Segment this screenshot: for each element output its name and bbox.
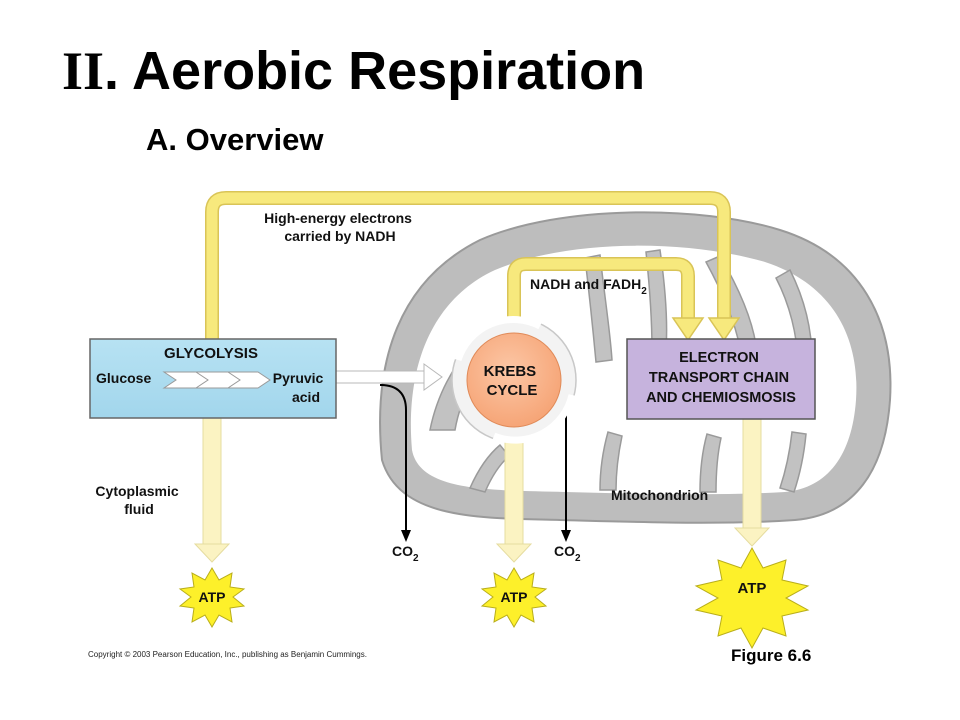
- title-text: . Aerobic Respiration: [104, 41, 646, 101]
- etc-box: ELECTRON TRANSPORT CHAIN AND CHEMIOSMOSI…: [626, 338, 816, 420]
- nadh-fadh-arrow: [507, 257, 705, 345]
- atp-burst-etc: ATP: [694, 546, 810, 650]
- atp-label-3: ATP: [738, 580, 767, 597]
- atp-burst-glycolysis: ATP: [178, 567, 246, 628]
- nadh-arrow-top: [205, 191, 741, 342]
- copyright-notice: Copyright © 2003 Pearson Education, Inc.…: [88, 650, 367, 659]
- mitochondrion-label: Mitochondrion: [611, 487, 708, 503]
- co2-2-sub: 2: [575, 553, 581, 564]
- atp-arrow-glycolysis: [193, 417, 231, 563]
- cytoplasmic-line-1: Cytoplasmic: [95, 483, 178, 499]
- slide-subtitle: A. Overview: [146, 122, 324, 157]
- pyruvic-label-line-2: acid: [292, 389, 320, 405]
- co2-label-1: CO2: [392, 543, 419, 564]
- co2-arrow-2: [561, 400, 571, 542]
- high-energy-line-2: carried by NADH: [284, 228, 395, 244]
- krebs-label-line-1: KREBS: [484, 363, 537, 380]
- glycolysis-chevrons: [162, 371, 271, 389]
- glucose-label: Glucose: [96, 370, 151, 386]
- co2-arrow-1: [379, 384, 411, 542]
- co2-2-base: CO: [554, 543, 575, 559]
- glycolysis-box: GLYCOLYSIS Glucose Pyruvic acid: [89, 338, 337, 419]
- pyruvic-acid-label: Pyruvic acid: [273, 370, 327, 405]
- slide-title: II. Aerobic Respiration: [62, 40, 645, 102]
- cytoplasmic-fluid-label: Cytoplasmic fluid: [95, 483, 182, 517]
- krebs-label-line-2: CYCLE: [487, 382, 538, 399]
- co2-label-2: CO2: [554, 543, 581, 564]
- atp-label-2: ATP: [501, 589, 528, 605]
- etc-label: ELECTRON TRANSPORT CHAIN AND CHEMIOSMOSI…: [646, 350, 796, 406]
- krebs-cycle: KREBS CYCLE: [451, 316, 577, 444]
- nadh-fadh-base: NADH and FADH: [530, 276, 641, 292]
- co2-1-base: CO: [392, 543, 413, 559]
- co2-1-sub: 2: [413, 553, 419, 564]
- high-energy-line-1: High-energy electrons: [264, 210, 412, 226]
- pyruvate-to-krebs-arrow: [335, 363, 443, 391]
- nadh-fadh-label: NADH and FADH2: [530, 276, 647, 297]
- figure-number: Figure 6.6: [731, 646, 812, 665]
- glycolysis-title: GLYCOLYSIS: [164, 345, 258, 362]
- atp-burst-krebs: ATP: [480, 567, 548, 628]
- etc-label-line-2: TRANSPORT CHAIN: [649, 370, 789, 386]
- pyruvic-label-line-1: Pyruvic: [273, 370, 324, 386]
- high-energy-electrons-label: High-energy electrons carried by NADH: [264, 210, 416, 244]
- etc-label-line-3: AND CHEMIOSMOSIS: [646, 390, 796, 406]
- title-numeral: II: [62, 41, 105, 101]
- atp-arrow-krebs: [495, 439, 533, 563]
- krebs-label: KREBS CYCLE: [484, 363, 541, 399]
- atp-arrow-etc: [733, 417, 771, 547]
- nadh-fadh-sub: 2: [641, 286, 647, 297]
- cytoplasmic-line-2: fluid: [124, 501, 154, 517]
- atp-label-1: ATP: [199, 589, 226, 605]
- etc-label-line-1: ELECTRON: [679, 350, 759, 366]
